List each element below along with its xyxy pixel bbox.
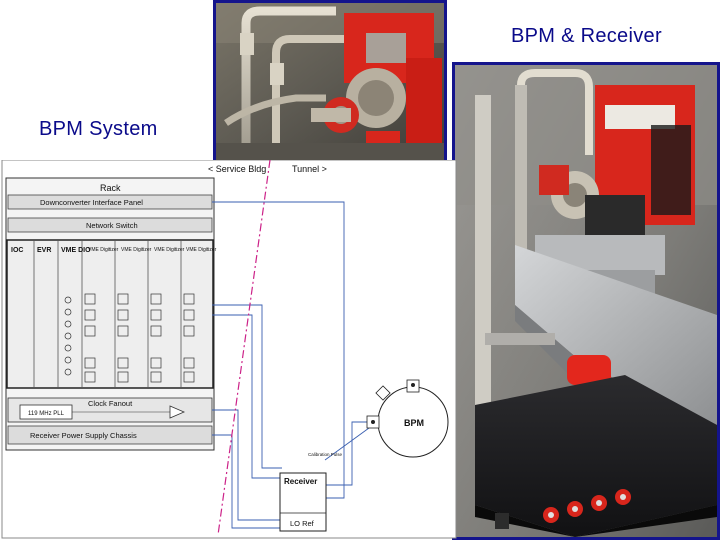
- title-bpm-system: BPM System: [39, 118, 158, 140]
- digitizer-1: VME Digitizer: [88, 247, 119, 253]
- module-evr: EVR: [37, 247, 51, 254]
- digitizer-4: VME Digitizer: [186, 247, 217, 253]
- title-bpm-receiver: BPM & Receiver: [511, 25, 662, 47]
- bpm-label: BPM: [404, 418, 424, 428]
- header-tunnel: Tunnel >: [292, 164, 327, 174]
- digitizer-2: VME Digitizer: [121, 247, 152, 253]
- bpm-system-diagram: < Service Bldg Tunnel > Rack Downconvert…: [0, 160, 458, 540]
- bpm-photo: [213, 0, 447, 166]
- receiver-photo: [452, 62, 720, 540]
- lo-ref-label: LO Ref: [290, 519, 315, 528]
- small-label: Calibration Pulse: [308, 452, 343, 457]
- panel-dip: Downconverter Interface Panel: [40, 198, 143, 207]
- module-vme-dio: VME DIO: [61, 247, 91, 254]
- network-switch: Network Switch: [86, 221, 138, 230]
- clock-fanout: Clock Fanout: [88, 399, 133, 408]
- rack-label: Rack: [100, 183, 121, 193]
- power-supply: Receiver Power Supply Chassis: [30, 431, 137, 440]
- receiver-label: Receiver: [284, 477, 317, 486]
- pll-label: 119 MHz PLL: [28, 411, 65, 417]
- digitizer-3: VME Digitizer: [154, 247, 185, 253]
- header-service-bldg: < Service Bldg: [208, 164, 266, 174]
- module-ioc: IOC: [11, 247, 23, 254]
